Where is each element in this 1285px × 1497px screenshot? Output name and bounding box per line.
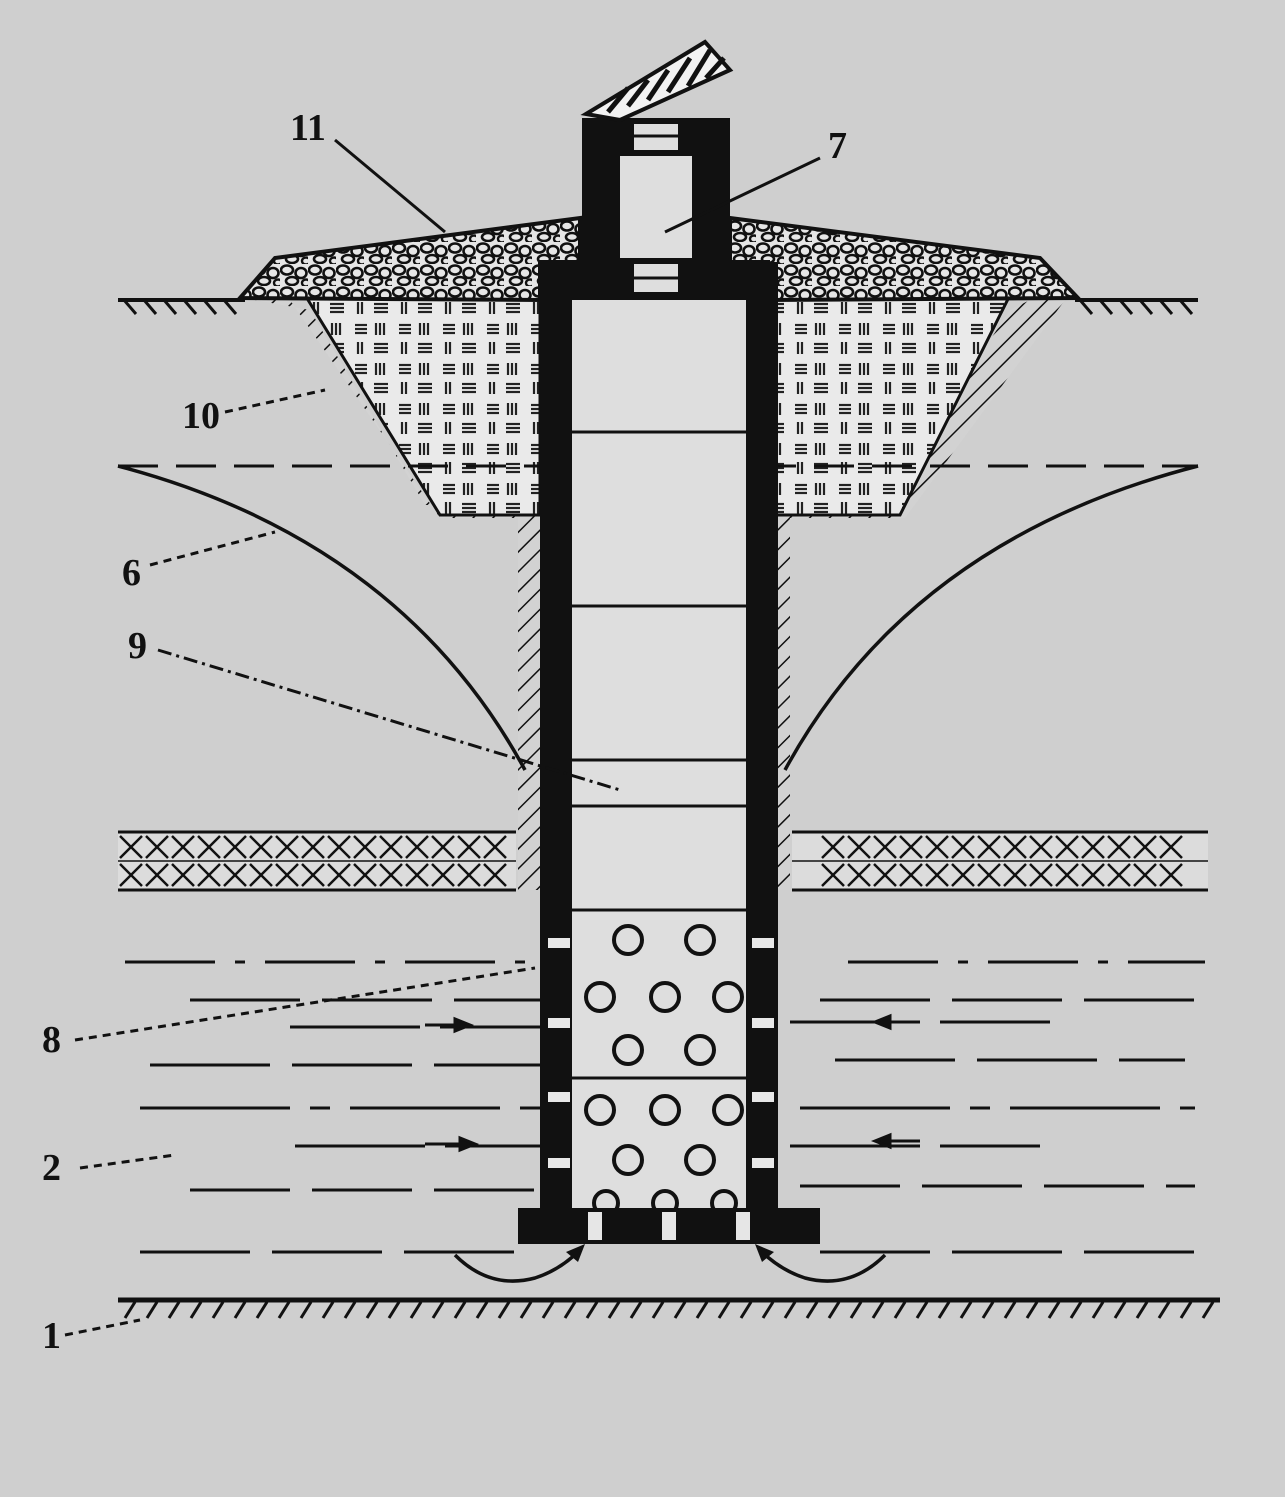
impermeable-layer-right [792, 830, 1208, 892]
aquifer-layer [125, 960, 1208, 1254]
shaft-wall-right [746, 262, 778, 1212]
depression-curve-left [117, 464, 527, 771]
bottom-inflow-arrows [453, 1248, 887, 1283]
head-lid [580, 39, 734, 123]
label-7: 7 [828, 125, 847, 167]
well-shaft [518, 262, 820, 1244]
arrow-head-left [566, 1244, 585, 1262]
ground-surface-hatch [122, 299, 1194, 315]
depression-curve-right [783, 464, 1199, 771]
label-11: 11 [290, 107, 326, 149]
well-head [580, 39, 734, 298]
shaft-ring-joints [572, 430, 746, 1080]
label-2: 2 [42, 1147, 61, 1189]
arrow-head-right [755, 1244, 774, 1262]
gravel-filter [584, 924, 744, 1217]
label-6: 6 [122, 552, 141, 594]
label-9: 9 [128, 625, 147, 667]
leader-lines [64, 138, 821, 1337]
shaft-wall-left [540, 262, 572, 1212]
aquitard-base [118, 1297, 1220, 1319]
label-10: 10 [182, 395, 220, 437]
label-1: 1 [42, 1315, 61, 1357]
bottom-plate-openings [588, 1212, 750, 1240]
impermeable-layer-left [118, 830, 516, 892]
perforation-slots [548, 938, 774, 1168]
head-cavity [620, 156, 692, 258]
label-8: 8 [42, 1019, 61, 1061]
shaft-interior [570, 300, 746, 1212]
flow-arrows [425, 1013, 920, 1153]
